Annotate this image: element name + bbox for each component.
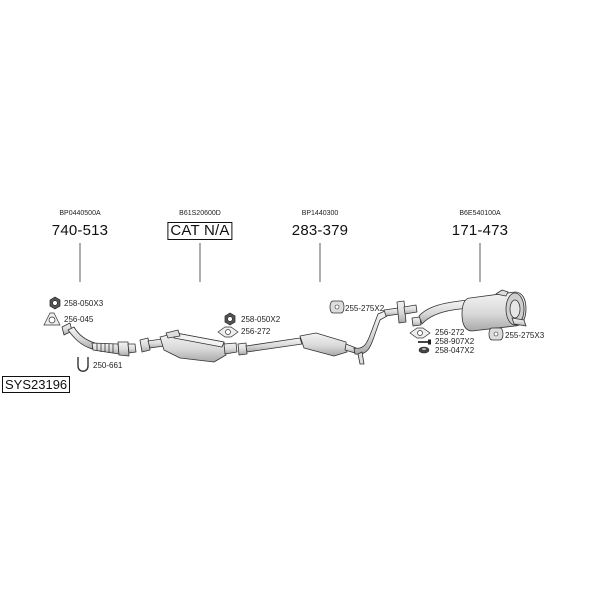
hardware-label[interactable]: 256-272 [435, 328, 465, 337]
hardware-label[interactable]: 250-661 [93, 361, 123, 370]
rubber-hanger-icon [488, 327, 504, 341]
system-id-label: SYS23196 [2, 376, 71, 393]
u-clamp-icon [77, 357, 89, 372]
part-ref-catalyst: B61S20600D [179, 210, 221, 217]
front-pipe-part [61, 322, 137, 357]
part-number-center-pipe[interactable]: 283-379 [291, 222, 349, 239]
hardware-label[interactable]: 255-275X3 [505, 331, 545, 340]
hardware-label[interactable]: 258-050X2 [241, 315, 281, 324]
part-number-catalyst[interactable]: CAT N/A [167, 222, 233, 240]
hardware-label[interactable]: 256-045 [64, 315, 94, 324]
hardware-label[interactable]: 258-050X3 [64, 299, 104, 308]
hardware-label[interactable]: 256-272 [241, 327, 271, 336]
nut-icon [49, 296, 61, 310]
nut-icon [224, 312, 236, 326]
gasket-icon [409, 327, 431, 339]
rear-muffler-part [411, 289, 527, 332]
center-pipe-part [237, 300, 418, 365]
bolt-icon [418, 339, 431, 345]
hardware-label[interactable]: 255-275X2 [345, 304, 385, 313]
rubber-hanger-icon [329, 300, 345, 314]
gasket-icon [43, 312, 61, 326]
part-number-rear-muffler[interactable]: 171-473 [451, 222, 509, 239]
hardware-label[interactable]: 258-047X2 [435, 346, 475, 355]
catalytic-converter-part [139, 329, 238, 363]
hardware-label[interactable]: 258-907X2 [435, 337, 475, 346]
part-number-front-pipe[interactable]: 740-513 [51, 222, 109, 239]
part-ref-center-pipe: BP1440300 [301, 210, 339, 217]
gasket-icon [217, 326, 239, 338]
spring-nut-icon [418, 346, 430, 354]
part-ref-rear-muffler: B6E540100A [459, 210, 501, 217]
part-ref-front-pipe: BP0440500A [59, 210, 101, 217]
